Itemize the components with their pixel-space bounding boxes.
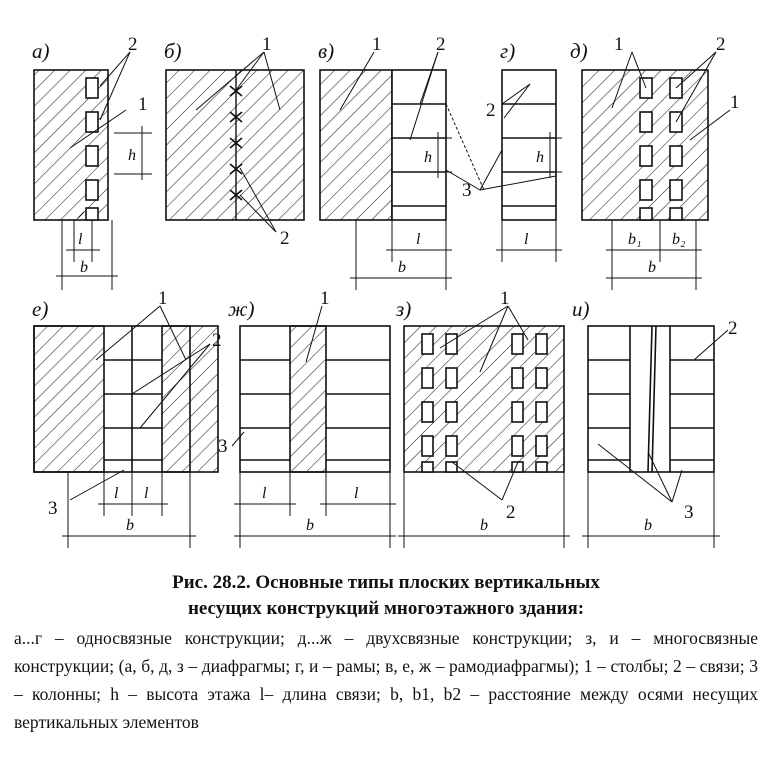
panel-e-pier-right bbox=[161, 325, 219, 473]
dim-h: h bbox=[128, 147, 136, 164]
panel-d-label: д) bbox=[570, 39, 588, 63]
panel-a-opening bbox=[85, 77, 99, 99]
caption-title-line: несущих конструкций многоэтажного здания… bbox=[187, 598, 585, 619]
panel-a-opening bbox=[85, 207, 99, 221]
callout-2: 2 bbox=[280, 228, 290, 249]
callout-3: 3 bbox=[462, 180, 472, 201]
callout-2: 2 bbox=[506, 502, 516, 523]
panel-a-label: а) bbox=[32, 39, 50, 63]
callout-2: 2 bbox=[212, 330, 222, 351]
panel-a-opening bbox=[85, 111, 99, 133]
figure-caption-body: а...г – односвязные конструкции; д...ж –… bbox=[14, 624, 758, 736]
callout-3: 3 bbox=[684, 502, 694, 523]
panel-g bbox=[445, 69, 562, 262]
dim-b: b bbox=[480, 517, 488, 534]
panel-b bbox=[165, 51, 305, 233]
panel-z bbox=[398, 305, 570, 548]
callout-2: 2 bbox=[436, 34, 446, 55]
callout-3: 3 bbox=[48, 498, 58, 519]
dim-l: l bbox=[114, 485, 119, 502]
callout-3: 3 bbox=[218, 436, 228, 457]
callout-1: 1 bbox=[138, 94, 148, 115]
panel-e-pier-left bbox=[33, 325, 105, 473]
callout-1: 1 bbox=[372, 34, 382, 55]
callout-2: 2 bbox=[128, 34, 138, 55]
dim-b: b bbox=[80, 259, 88, 276]
panel-g-label: г) bbox=[500, 39, 515, 63]
callout-1: 1 bbox=[500, 288, 510, 309]
panel-e bbox=[33, 305, 219, 548]
panel-z-label: з) bbox=[395, 297, 411, 321]
dim-l: l bbox=[144, 485, 149, 502]
caption-title-line: Рис. 28.2. Основные типы плоских вертика… bbox=[172, 572, 600, 593]
figure-caption-title: Рис. 28.2. Основные типы плоских вертика… bbox=[0, 570, 772, 622]
panel-i-label: и) bbox=[572, 297, 590, 321]
callout-1: 1 bbox=[320, 288, 330, 309]
panel-b-label: б) bbox=[164, 39, 182, 63]
panel-d bbox=[581, 51, 731, 290]
panel-a-opening bbox=[85, 179, 99, 201]
dim-b: b bbox=[644, 517, 652, 534]
panel-e-label: е) bbox=[32, 297, 48, 321]
dim-l: l bbox=[524, 231, 529, 248]
callout-2: 2 bbox=[716, 34, 726, 55]
callout-2: 2 bbox=[486, 100, 496, 121]
dim-b: b bbox=[306, 517, 314, 534]
panel-zh-label: ж) bbox=[228, 297, 255, 321]
dim-b: b bbox=[126, 517, 134, 534]
dim-b: b bbox=[398, 259, 406, 276]
panel-zh-pier bbox=[289, 325, 327, 473]
structural-types-figure: а) 2 1 h l b б) 1 2 в) bbox=[32, 34, 740, 548]
panel-a bbox=[33, 51, 152, 290]
dim-l: l bbox=[354, 485, 359, 502]
callout-2: 2 bbox=[728, 318, 738, 339]
panel-i bbox=[582, 325, 729, 548]
dim-l: l bbox=[78, 231, 83, 248]
panel-a-opening bbox=[85, 145, 99, 167]
dim-b1: b₁ bbox=[628, 231, 642, 248]
dim-l: l bbox=[262, 485, 267, 502]
callout-1: 1 bbox=[614, 34, 624, 55]
caption-body-text: а...г – односвязные конструкции; д...ж –… bbox=[14, 628, 758, 732]
callout-1: 1 bbox=[730, 92, 740, 113]
dim-b: b bbox=[648, 259, 656, 276]
panel-v bbox=[319, 51, 485, 290]
dim-h: h bbox=[536, 149, 544, 166]
panel-zh bbox=[231, 305, 396, 548]
panel-v-pier bbox=[319, 69, 393, 221]
dim-b2: b₂ bbox=[672, 231, 686, 248]
dim-l: l bbox=[416, 231, 421, 248]
dim-h: h bbox=[424, 149, 432, 166]
callout-1: 1 bbox=[262, 34, 272, 55]
callout-1: 1 bbox=[158, 288, 168, 309]
panel-v-label: в) bbox=[318, 39, 334, 63]
